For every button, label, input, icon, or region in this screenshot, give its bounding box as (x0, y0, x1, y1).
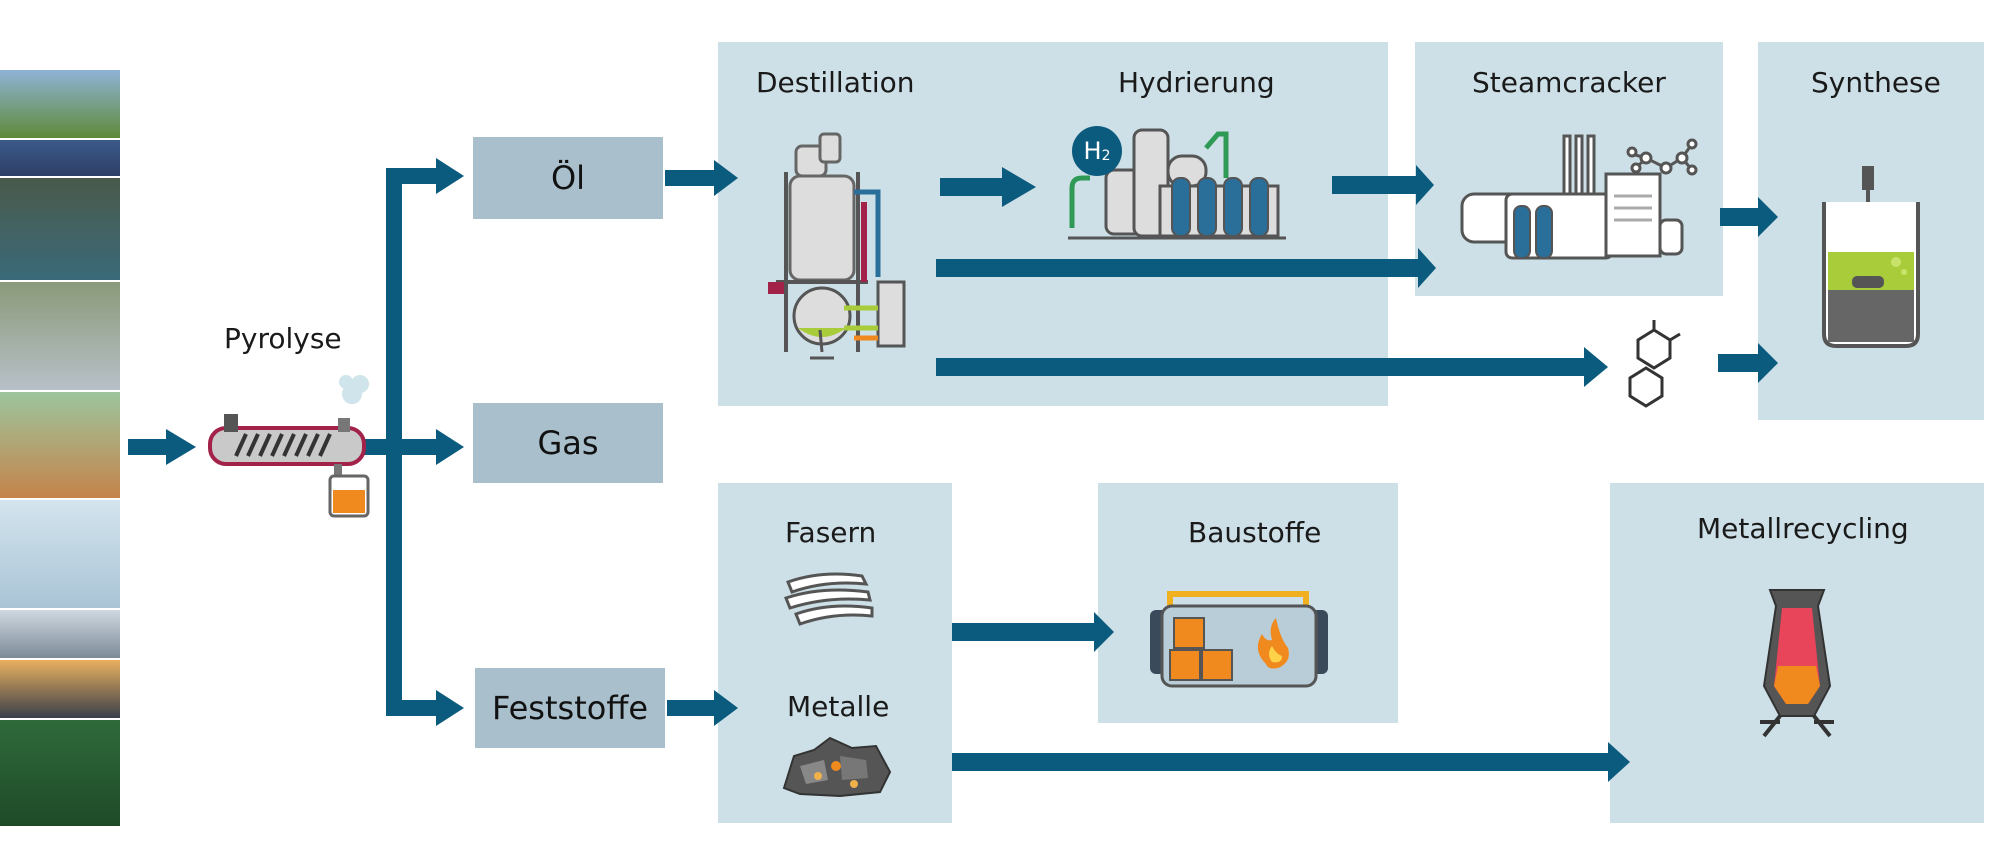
distillation-label: Destillation (756, 66, 915, 99)
arrow-shaft-aromatics-synth (1718, 354, 1760, 372)
solids-label: Feststoffe (491, 689, 649, 727)
synthesis-label: Synthese (1811, 66, 1941, 99)
metal-recycling-label: Metallrecycling (1697, 512, 1909, 545)
arrow-head-oil-distillation (714, 160, 738, 196)
arrow-shaft-dist-aromatics (936, 358, 1586, 376)
arrow-shaft-strip-pyrolysis (128, 439, 168, 455)
arrow-head-strip-pyrolysis (166, 429, 196, 465)
arrow-head-dist-steam (1418, 248, 1436, 288)
gas-label: Gas (537, 424, 599, 462)
aromatic-molecule-icon (1628, 320, 1681, 408)
arrow-head-steam-synth (1758, 197, 1778, 237)
metals-label: Metalle (787, 690, 890, 723)
gas-box: Gas (473, 403, 663, 483)
oil-label: Öl (550, 159, 586, 197)
arrow-shaft-fibres-building (952, 623, 1096, 641)
arrow-head-solids (436, 690, 464, 726)
arrow-shaft-dist-hydro (940, 178, 1004, 196)
arrow-shaft-oil-distillation (665, 170, 715, 186)
insulation-material-photo (0, 392, 120, 498)
car-photo (0, 660, 120, 718)
kiln-building-materials-icon (1150, 591, 1328, 688)
battery-module-photo (0, 178, 120, 280)
arrow-shaft-dist-steam (936, 259, 1420, 277)
arrow-shaft-solids (386, 700, 438, 716)
arrow-head-aromatics-synth (1758, 343, 1778, 383)
building-materials-label: Baustoffe (1188, 516, 1322, 549)
arrow-head-solids-panel (714, 690, 738, 726)
distillation-column-icon (768, 132, 906, 360)
arrow-shaft-metals-recycling (952, 753, 1610, 771)
pyrolysis-reactor-icon (208, 375, 370, 518)
wind-turbine-photo (0, 70, 120, 138)
steamcracker-label: Steamcracker (1472, 66, 1666, 99)
steamcracker-icon (1460, 134, 1698, 260)
wind-blade-field-photo (0, 282, 120, 390)
hydrogenation-label: Hydrierung (1118, 66, 1275, 99)
arrow-shaft-solids-panel (667, 700, 717, 716)
metal-scrap-icon (782, 736, 892, 798)
arrow-head-gas (436, 429, 464, 465)
glass-fibre-photo (0, 500, 120, 608)
hydrogenation-plant-icon (1068, 128, 1286, 240)
arrow-shaft-gas (386, 439, 438, 455)
hydrogen-symbol: H (1083, 137, 1102, 165)
synthesis-reactor-icon (1822, 166, 1920, 348)
arrow-shaft-hydro-steam (1332, 176, 1418, 194)
circuit-board-photo (0, 720, 120, 826)
arrow-head-fibres-building (1094, 612, 1114, 652)
fibres-label: Fasern (785, 516, 877, 549)
arrow-head-hydro-steam (1416, 165, 1434, 205)
arrow-shaft-steam-synth (1720, 208, 1760, 226)
arrow-head-dist-aromatics (1584, 347, 1608, 387)
airplane-photo (0, 610, 120, 658)
oil-box: Öl (473, 137, 663, 219)
arrow-shaft-oil (386, 168, 438, 184)
arrow-head-metals-recycling (1608, 742, 1630, 782)
metal-converter-icon (1760, 589, 1834, 738)
solids-box: Feststoffe (475, 668, 665, 748)
pyrolysis-label: Pyrolyse (224, 322, 342, 355)
arrow-head-oil (436, 158, 464, 194)
arrow-head-dist-hydro (1002, 167, 1036, 207)
solar-panel-photo (0, 140, 120, 176)
fibres-icon (784, 572, 874, 626)
hydrogen-subscript: 2 (1101, 148, 1111, 164)
